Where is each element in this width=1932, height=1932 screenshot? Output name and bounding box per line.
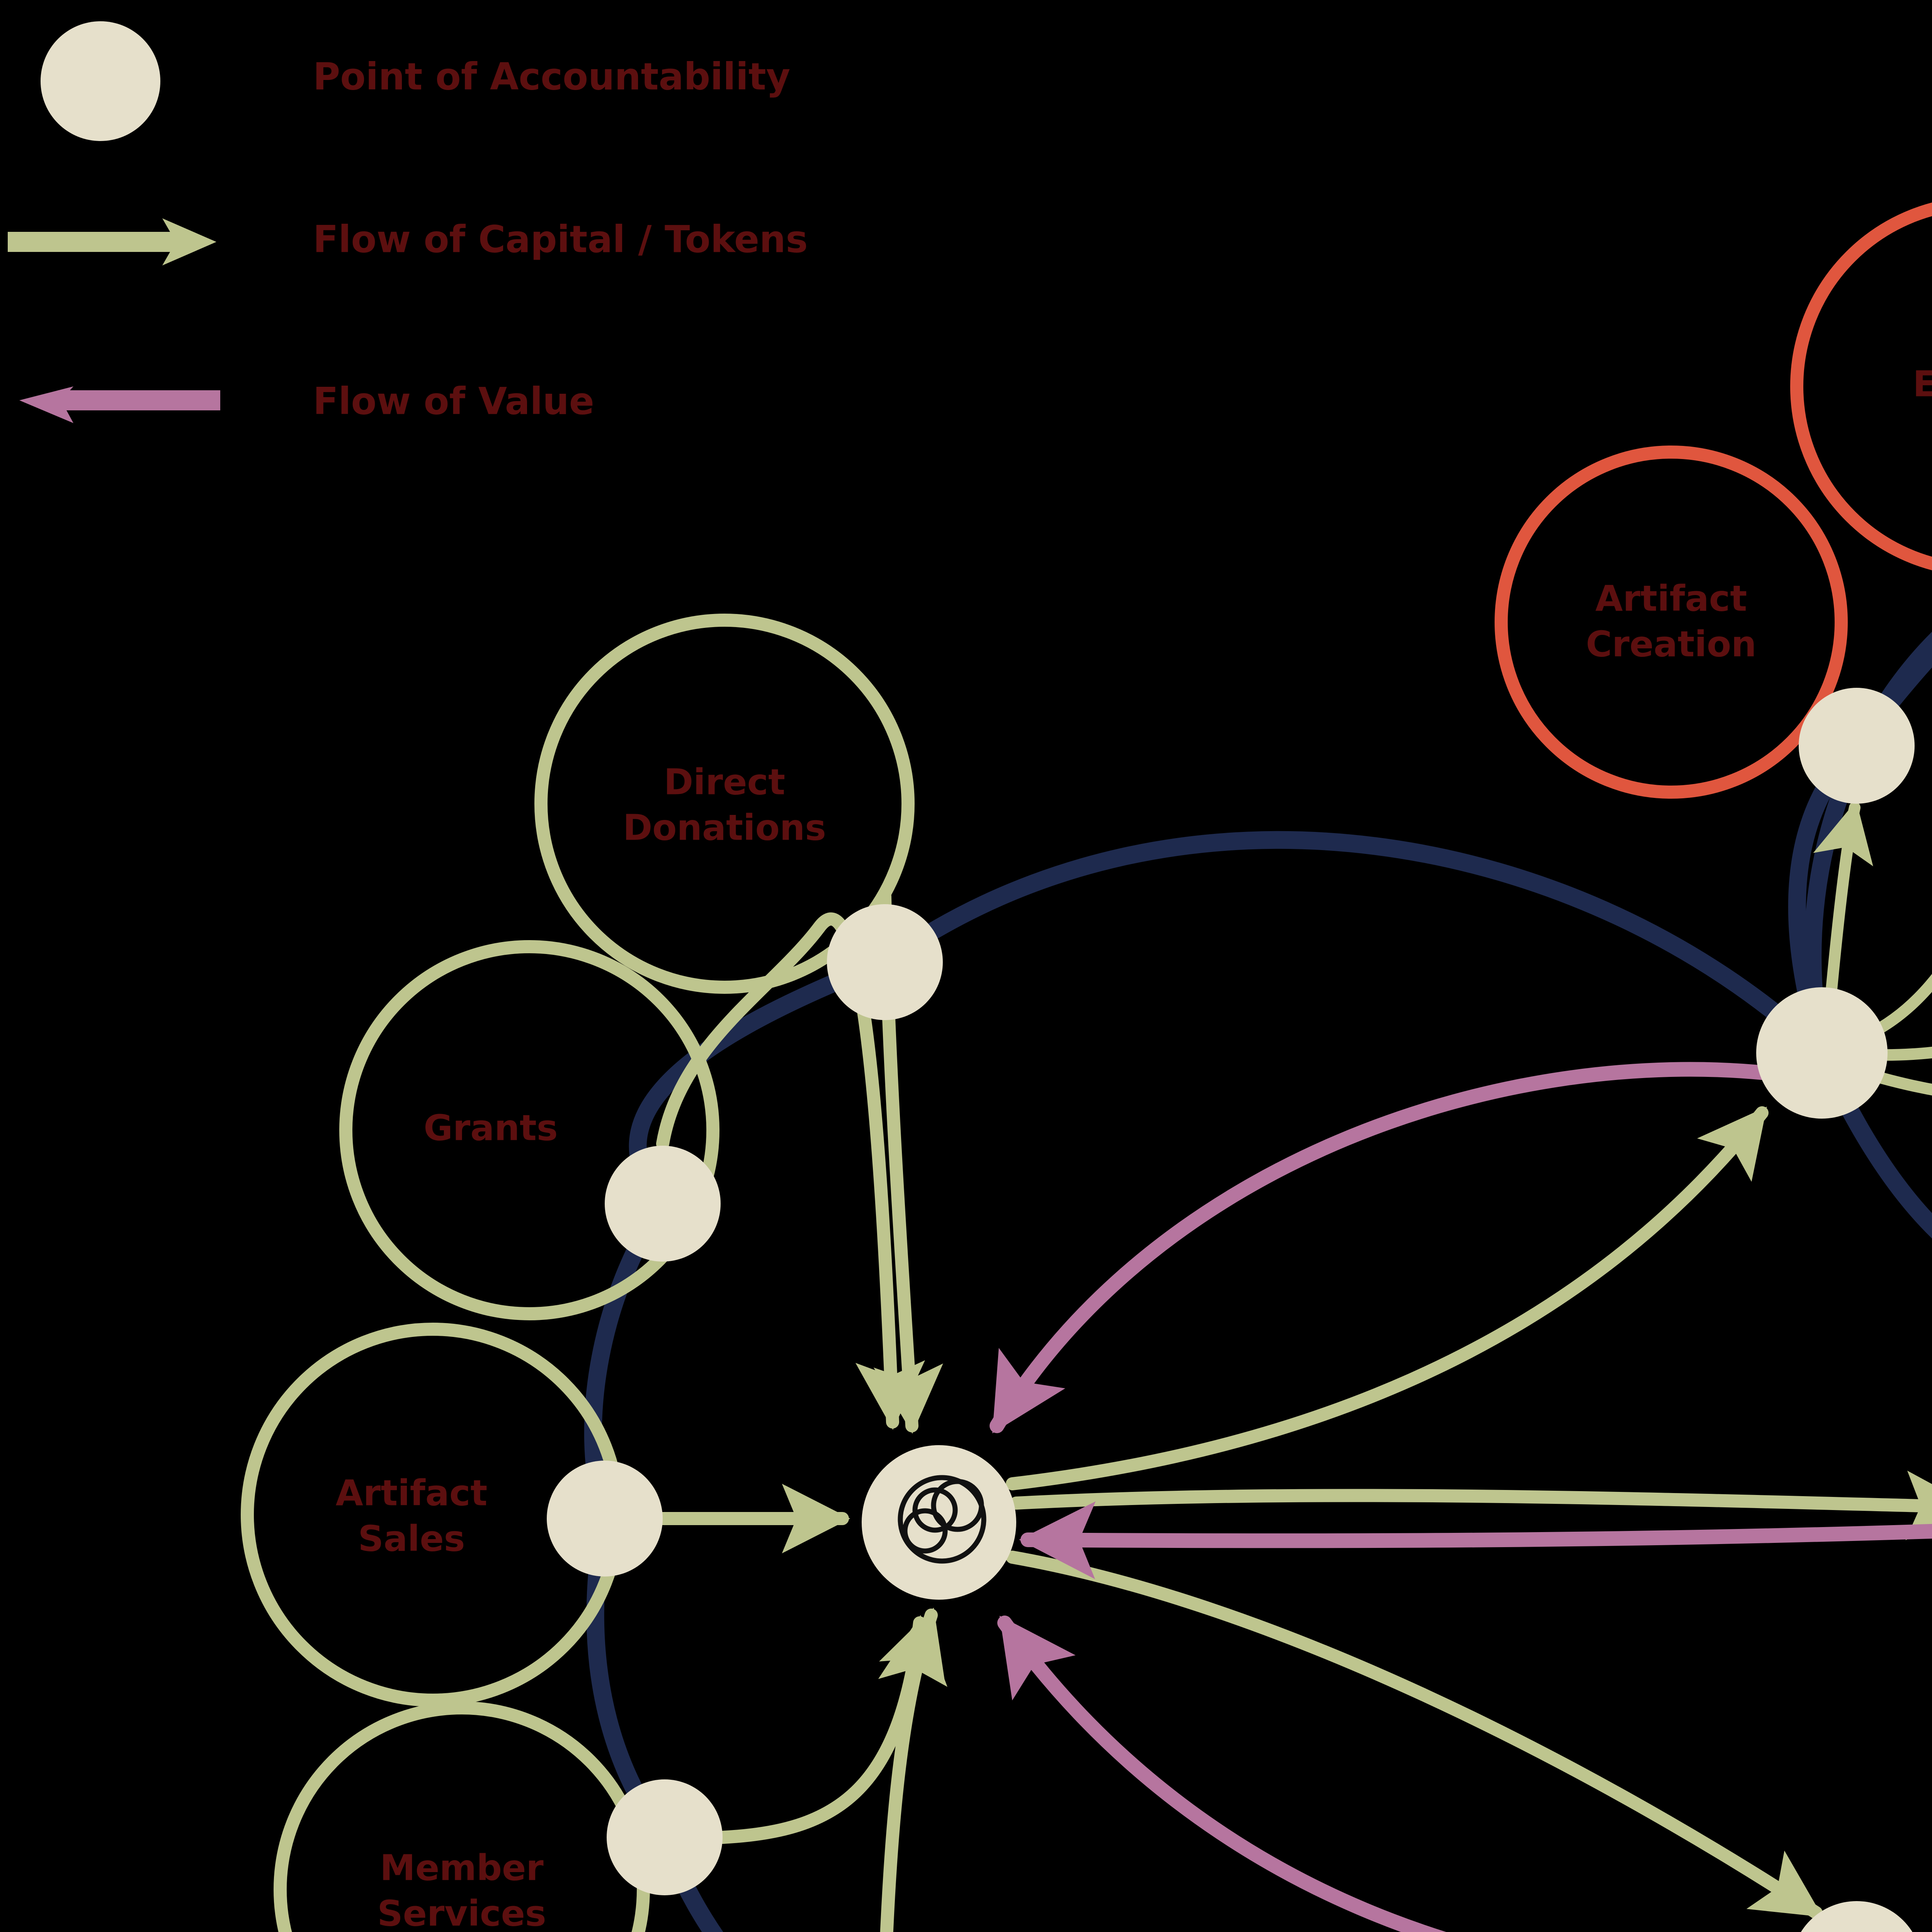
ring-direct-donations (534, 614, 915, 994)
flow-message-spread-value-to-hub (990, 1062, 1785, 1434)
label-artifact-creation-1: Artifact (1595, 578, 1747, 619)
node-artifact-sales[interactable] (547, 1461, 663, 1577)
hub-node[interactable] (862, 1445, 1016, 1600)
legend-point-of-accountability-icon (41, 21, 160, 141)
legend-label-flow-of-value: Flow of Value (313, 379, 594, 423)
internal-group-nodes (1756, 987, 1922, 1932)
ring-events (1790, 202, 1932, 570)
output-cluster-labels: Artifact Creation Events Outreach Commun… (1586, 363, 1932, 665)
node-member-services[interactable] (607, 1779, 723, 1895)
label-direct-donations-2: Donations (623, 807, 826, 848)
label-member-services-2: Services (377, 1893, 546, 1932)
boundary-arc-top (876, 831, 1831, 1062)
legend-label-point-of-accountability: Point of Accountability (313, 55, 790, 98)
legend-label-flow-of-capital: Flow of Capital / Tokens (313, 218, 808, 261)
flow-hub-to-message-spread (1006, 1106, 1769, 1490)
legend-right-arrow-icon (8, 218, 216, 265)
label-artifact-creation-2: Creation (1586, 623, 1757, 665)
legend: Point of Accountability Flow of Capital … (8, 21, 808, 423)
flow-ms-to-events (1861, 974, 1932, 1041)
msg-ring-bot (1813, 1044, 1932, 1238)
flow-membership-token-to-hub (879, 1607, 946, 1932)
label-artifact-sales-2: Sales (358, 1518, 465, 1559)
flow-hub-to-eight-dignities (1006, 1551, 1823, 1919)
label-member-services-1: Member (380, 1847, 544, 1888)
flow-grants-to-hub (656, 912, 925, 1430)
node-direct-donations[interactable] (827, 904, 943, 1020)
ring-grants (339, 940, 719, 1320)
node-eight-dignities-hub[interactable] (1791, 1901, 1922, 1932)
source-cluster-labels: Direct Donations Grants Artifact Sales M… (336, 761, 826, 1932)
legend-left-arrow-icon (19, 386, 220, 423)
node-message-spread-hub[interactable] (1756, 987, 1888, 1119)
source-nodes (547, 904, 943, 1895)
value-flows (990, 1062, 1932, 1932)
flow-member-utility-value-to-hub (1019, 1501, 1932, 1579)
label-events: Events (1913, 363, 1932, 405)
label-grants: Grants (423, 1107, 558, 1148)
node-artifact-creation[interactable] (1799, 688, 1915, 804)
capital-flows-message-spread (1813, 801, 1932, 1096)
label-direct-donations-1: Direct (664, 761, 785, 803)
interlocking-circles-icon (898, 1475, 986, 1564)
flow-hub-to-member-utility (1010, 1470, 1932, 1541)
flow-eight-dignities-value-to-hub (997, 1616, 1447, 1932)
ring-artifact-creation (1495, 446, 1848, 799)
capital-flows-outbound (1006, 1106, 1932, 1919)
label-artifact-sales-1: Artifact (336, 1472, 488, 1514)
output-nodes (1799, 688, 1915, 804)
flow-ms-to-artifact-creation (1813, 801, 1873, 995)
node-grants[interactable] (605, 1146, 721, 1262)
output-cluster-rings (1495, 202, 1932, 799)
